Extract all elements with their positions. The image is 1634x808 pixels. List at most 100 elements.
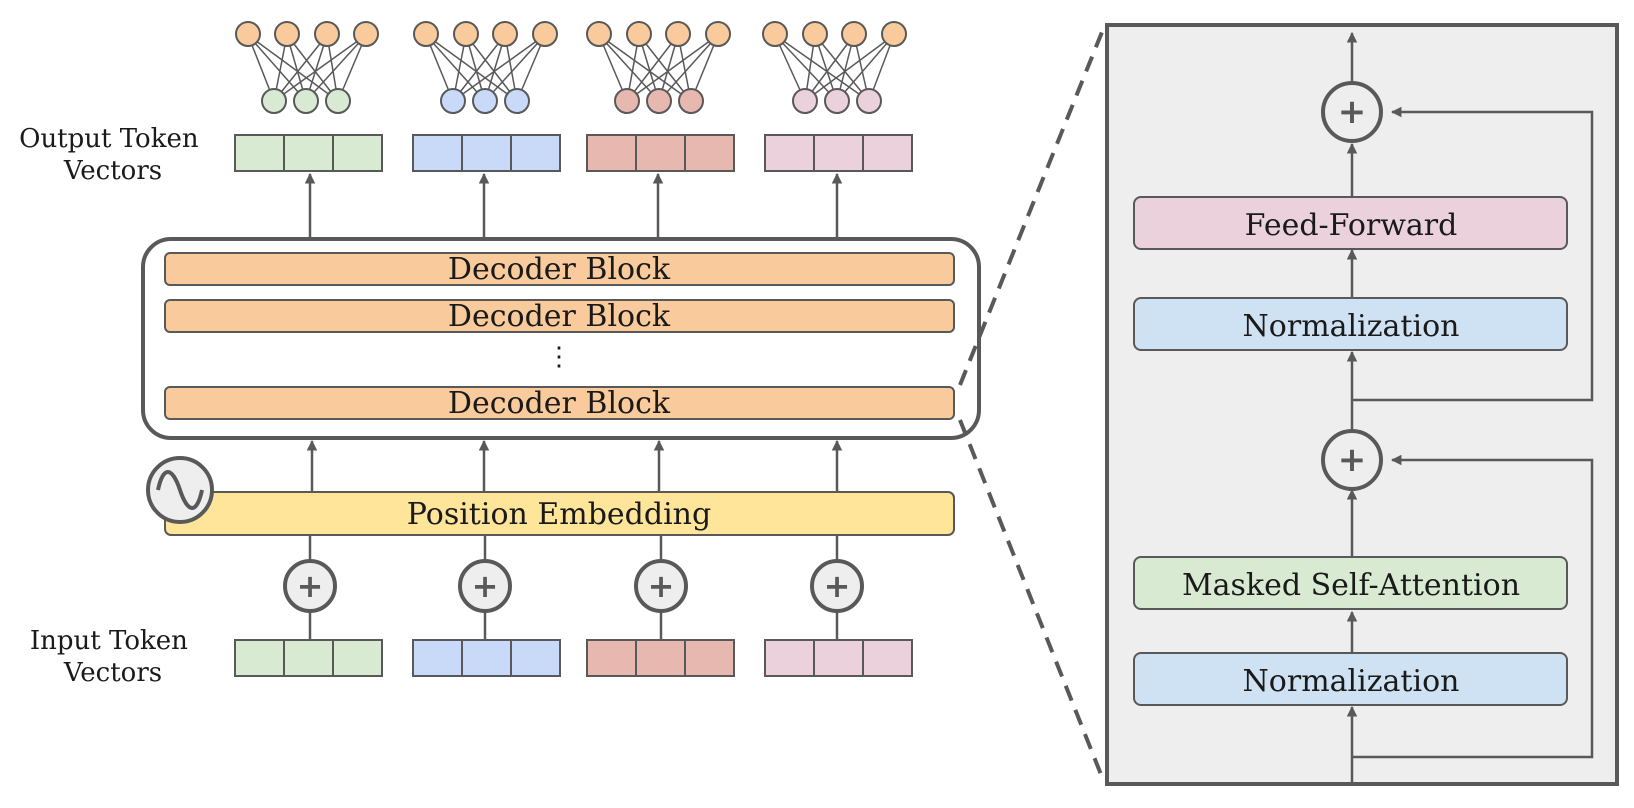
- add-symbol: +: [472, 567, 499, 605]
- decoder-block-1-label: Decoder Block: [448, 252, 671, 287]
- embedding-arrows: [306, 439, 843, 491]
- connection-edge: [638, 34, 692, 102]
- sine-wave-icon: [146, 456, 214, 524]
- connection-edge: [814, 34, 870, 102]
- input-token-cell: [412, 639, 463, 677]
- input-neuron: [792, 88, 818, 114]
- input-neuron: [261, 88, 287, 114]
- connection-edge: [626, 34, 679, 102]
- input-neuron: [646, 88, 672, 114]
- connection-edge: [305, 34, 367, 102]
- output-neuron: [492, 21, 518, 47]
- connection-edge: [247, 34, 339, 102]
- input-token-cell: [332, 639, 383, 677]
- normalization-top-box: [1133, 297, 1568, 351]
- add-symbol: +: [648, 567, 675, 605]
- connection-edge: [273, 34, 328, 102]
- normalization-bottom-label: Normalization: [1243, 664, 1460, 699]
- connection-edge: [836, 34, 895, 102]
- input-neuron: [678, 88, 704, 114]
- input-token-cell: [635, 639, 686, 677]
- input-neuron: [614, 88, 640, 114]
- plus-circle-icon: +: [1321, 429, 1383, 491]
- connection-edge: [425, 34, 518, 102]
- connection-edge: [804, 34, 895, 102]
- masked-attention-box: [1133, 556, 1568, 610]
- output-token-vectors: [234, 134, 913, 172]
- input-token-cell: [813, 639, 864, 677]
- connection-edge: [452, 34, 506, 102]
- connection-edge: [273, 34, 367, 102]
- normalization-top-label: Normalization: [1243, 309, 1460, 344]
- zoom-line-bottom: [958, 419, 1106, 783]
- residual-path-top: [1352, 106, 1594, 402]
- output-token-cell: [510, 134, 561, 172]
- connection-edge: [774, 34, 870, 102]
- masked-attention-label: Masked Self-Attention: [1182, 568, 1520, 603]
- input-neuron: [472, 88, 498, 114]
- plus-circle-icon: +: [458, 559, 512, 613]
- output-neuron: [665, 21, 691, 47]
- output-neuron: [274, 21, 300, 47]
- feed-forward-label: Feed-Forward: [1245, 208, 1458, 243]
- output-token-label-line1: Output Token: [19, 124, 199, 154]
- output-neuron: [353, 21, 379, 47]
- output-token-cell: [283, 134, 334, 172]
- output-token-cell: [586, 134, 637, 172]
- input-token-label-line1: Input Token: [30, 626, 188, 656]
- connection-edge: [452, 34, 546, 102]
- add-symbol: +: [824, 567, 851, 605]
- decoder-block-3-label: Decoder Block: [448, 386, 671, 421]
- output-token-cell: [332, 134, 383, 172]
- input-token-cell: [862, 639, 913, 677]
- output-neuron: [314, 21, 340, 47]
- decoder-ellipsis: ⋮: [546, 342, 572, 372]
- decoder-block-2: [164, 299, 955, 333]
- output-token-label-line2: Vectors: [63, 156, 162, 186]
- input-token-cell: [764, 639, 815, 677]
- input-token-label-line2: Vectors: [63, 658, 162, 688]
- position-embedding-label: Position Embedding: [407, 497, 711, 532]
- output-token-cell: [635, 134, 686, 172]
- connection-edge: [658, 34, 719, 102]
- output-neuron: [532, 21, 558, 47]
- output-token-label: Output Token Vectors: [19, 124, 207, 186]
- normalization-bottom-box: [1133, 652, 1568, 706]
- input-neuron: [824, 88, 850, 114]
- plus-circle-icon: +: [810, 559, 864, 613]
- output-token-cell: [684, 134, 735, 172]
- input-add-nodes: + + + +: [283, 536, 864, 640]
- add-top-symbol: +: [1338, 92, 1367, 132]
- connection-edge: [286, 34, 339, 102]
- connection-edge: [774, 34, 838, 102]
- output-neuron: [841, 21, 867, 47]
- decoder-block-3: [164, 386, 955, 420]
- plus-circle-icon: +: [1321, 81, 1383, 143]
- connection-edge: [425, 34, 486, 102]
- input-token-label: Input Token Vectors: [30, 626, 196, 688]
- connection-edge: [804, 34, 855, 102]
- output-neuron: [235, 21, 261, 47]
- connection-edge: [598, 34, 692, 102]
- output-neuron: [705, 21, 731, 47]
- input-token-cell: [684, 639, 735, 677]
- input-neuron: [856, 88, 882, 114]
- connection-edge: [598, 34, 660, 102]
- output-neuron: [586, 21, 612, 47]
- input-token-cell: [586, 639, 637, 677]
- decoder-block-2-label: Decoder Block: [448, 299, 671, 334]
- output-token-cell: [813, 134, 864, 172]
- output-neuron: [413, 21, 439, 47]
- input-neuron: [440, 88, 466, 114]
- output-arrows: [304, 172, 843, 238]
- add-symbol: +: [297, 567, 324, 605]
- output-neuron: [881, 21, 907, 47]
- connection-edge: [247, 34, 307, 102]
- output-neuron: [802, 21, 828, 47]
- input-token-cell: [510, 639, 561, 677]
- output-neuron: [453, 21, 479, 47]
- output-token-cell: [862, 134, 913, 172]
- zoom-line-top: [958, 26, 1106, 386]
- output-heads: [235, 21, 907, 114]
